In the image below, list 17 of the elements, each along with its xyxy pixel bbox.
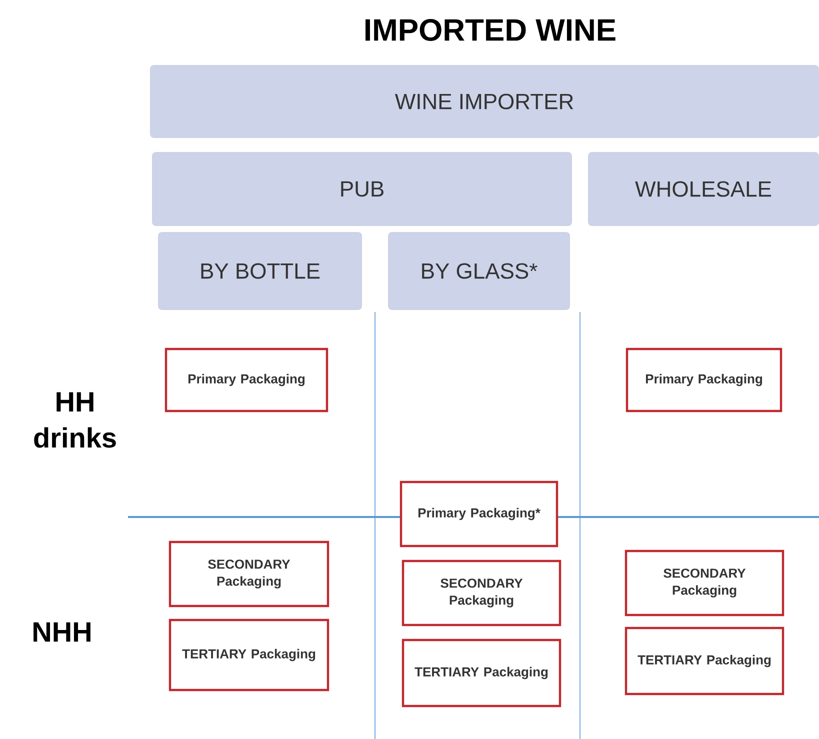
category-box: BY GLASS* (388, 232, 570, 310)
category-box: PUB (152, 152, 572, 226)
packaging-box: TERTIARY Packaging (624, 626, 784, 696)
packaging-box: SECONDARY Packaging (168, 540, 330, 608)
category-box: WHOLESALE (588, 152, 819, 226)
packaging-box: Primary Packaging* (400, 480, 558, 548)
packaging-box: Primary Packaging (164, 348, 328, 412)
packaging-box: SECONDARY Packaging (402, 560, 562, 626)
packaging-box: TERTIARY Packaging (402, 638, 562, 708)
category-box: WINE IMPORTER (150, 65, 819, 138)
row-label: NHH (34, 622, 90, 642)
title: IMPORTED WINE (366, 19, 616, 41)
packaging-box: TERTIARY Packaging (168, 618, 330, 692)
row-label: HH drinks (34, 392, 116, 448)
packaging-box: SECONDARY Packaging (624, 550, 784, 616)
packaging-box: Primary Packaging (626, 348, 782, 412)
category-box: BY BOTTLE (158, 232, 362, 310)
